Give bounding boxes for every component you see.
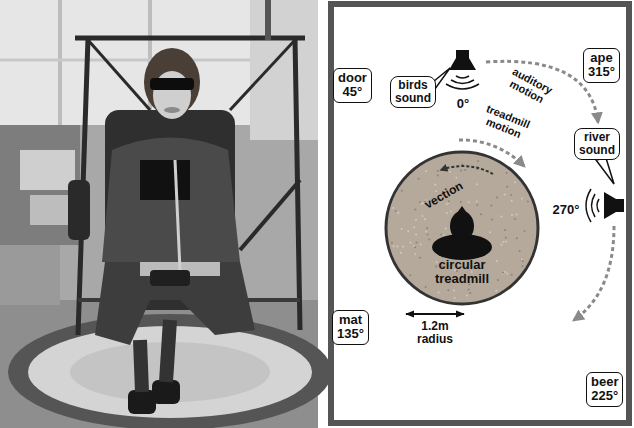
place-box: door 45° bbox=[333, 68, 372, 103]
dimension-arrow bbox=[406, 313, 464, 315]
box-label: river sound bbox=[579, 131, 615, 157]
place-box: mat 135° bbox=[332, 310, 369, 345]
box-label: ape 315° bbox=[588, 51, 615, 80]
box-label: beer 225° bbox=[591, 375, 618, 404]
motion-label: treadmill motion bbox=[480, 102, 532, 142]
angle-label: 0° bbox=[457, 97, 469, 111]
photo bbox=[0, 0, 332, 428]
sound-bubble: river sound bbox=[574, 128, 620, 160]
place-box: beer 225° bbox=[586, 372, 623, 407]
treadmill-circle: circular treadmill bbox=[384, 150, 540, 306]
motion-arrow bbox=[574, 226, 614, 320]
angle-label: 270° bbox=[553, 203, 580, 217]
speaker-symbol bbox=[586, 189, 624, 222]
diagram-frame bbox=[331, 4, 629, 423]
box-label: birds sound bbox=[395, 79, 431, 105]
box-label: mat 135° bbox=[337, 313, 364, 342]
sound-bubble: birds sound bbox=[390, 76, 436, 108]
box-label: door 45° bbox=[338, 71, 367, 100]
motion-label: auditory motion bbox=[505, 65, 555, 107]
circle-label: circular treadmill bbox=[435, 258, 489, 287]
place-box: ape 315° bbox=[583, 48, 620, 83]
bubble-tail bbox=[596, 158, 614, 184]
dimension-label: 1.2m radius bbox=[417, 320, 453, 346]
speaker-symbol bbox=[446, 50, 479, 89]
